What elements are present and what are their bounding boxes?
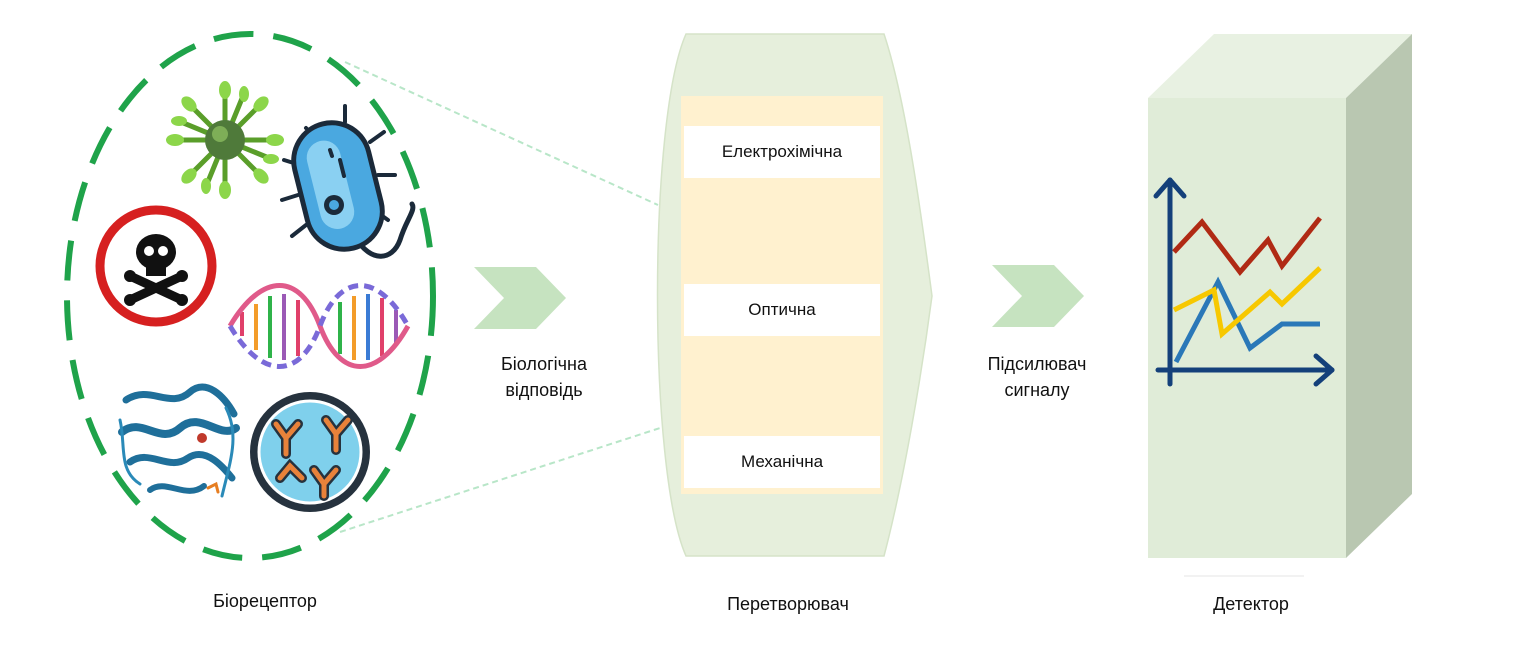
zoom-line-top — [344, 61, 659, 206]
signal-amplifier-label: Підсилювач сигналу — [972, 351, 1102, 403]
antibody-icon — [250, 392, 370, 512]
biological-response-arrow — [474, 267, 566, 329]
toxin-skull-icon — [95, 205, 217, 327]
dna-icon — [227, 283, 411, 369]
biological-response-line-1: Біологічна — [500, 354, 588, 374]
chart-line-red — [1172, 216, 1322, 276]
virus-icon — [166, 81, 284, 199]
transducer-type-electrochemical: Електрохімічна — [684, 126, 880, 178]
detector-chart — [1153, 177, 1335, 387]
chart-line-blue — [1173, 276, 1320, 364]
bioreceptor-label: Біорецептор — [213, 591, 317, 611]
protein-structure-icon — [118, 383, 240, 498]
biological-response-line-2: відповідь — [505, 380, 583, 400]
transducer-type-mechanical: Механічна — [684, 436, 880, 488]
signal-amplifier-line-2: сигналу — [1004, 380, 1070, 400]
biological-response-label: Біологічна відповідь — [484, 351, 604, 403]
chart-x-arrowhead — [1313, 353, 1335, 387]
signal-amplifier-line-1: Підсилювач — [987, 354, 1087, 374]
chart-y-arrowhead — [1153, 177, 1187, 199]
bacterium-icon — [280, 104, 416, 259]
detector-box — [1148, 34, 1412, 577]
chart-line-yellow — [1172, 266, 1322, 339]
bioreceptor-ellipse — [64, 31, 436, 561]
detector-label: Детектор — [1213, 594, 1289, 614]
zoom-line-bottom — [339, 427, 661, 533]
transducer-label: Перетворювач — [727, 594, 849, 614]
signal-amplifier-arrow — [992, 265, 1084, 327]
transducer-type-optical: Оптична — [684, 284, 880, 336]
